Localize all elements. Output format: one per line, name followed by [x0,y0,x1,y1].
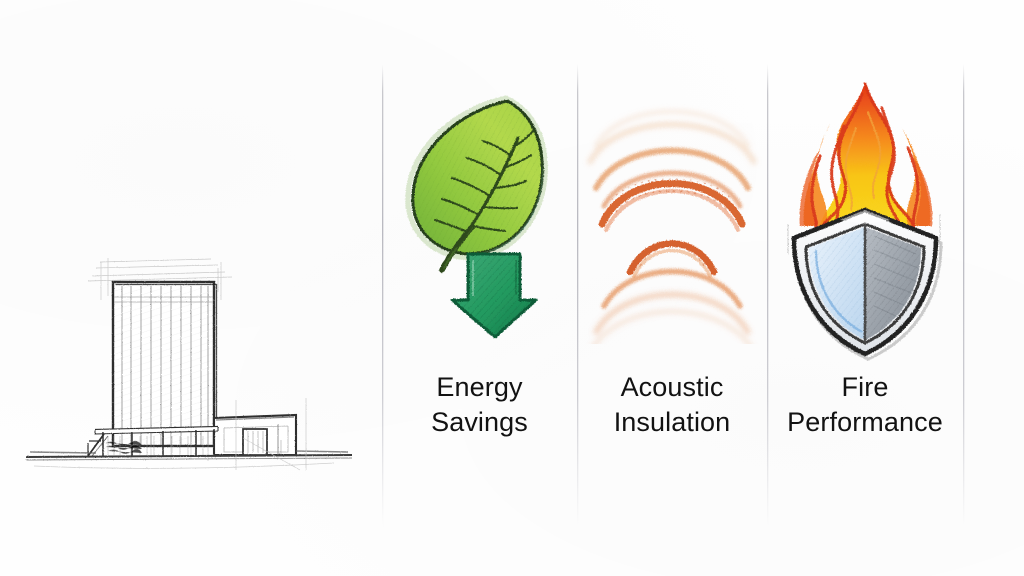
tower-mullions [121,286,209,445]
flame-shield-icon [787,82,943,361]
flame-shield-icon-wrap [767,64,963,364]
building-elevation-panel [0,0,382,576]
lower-wing [212,413,298,457]
shield-shape [791,207,943,361]
stray-guide-ticks [217,268,307,471]
construction-lines [87,258,233,300]
feature-label-fire-performance: Fire Performance [787,372,943,437]
flame-shape [799,82,933,229]
ground-line [25,450,353,469]
entrance-canopy [94,425,219,456]
feature-fire-performance: Fire Performance [767,64,963,526]
sound-waves-icon [587,109,757,344]
feature-acoustic-insulation: Acoustic Insulation [577,64,767,526]
sound-waves-icon-wrap [577,64,767,364]
tower-block [111,280,218,449]
feature-energy-savings: Energy Savings [382,64,577,526]
leaf-down-arrow-icon-wrap [382,64,577,364]
down-arrow-shape [450,252,537,339]
building-elevation-sketch [25,258,353,471]
feature-label-acoustic-insulation: Acoustic Insulation [613,372,731,437]
tower-spandrel-band [114,296,213,303]
leaf-down-arrow-icon [404,95,548,339]
feature-label-energy-savings: Energy Savings [431,372,528,437]
